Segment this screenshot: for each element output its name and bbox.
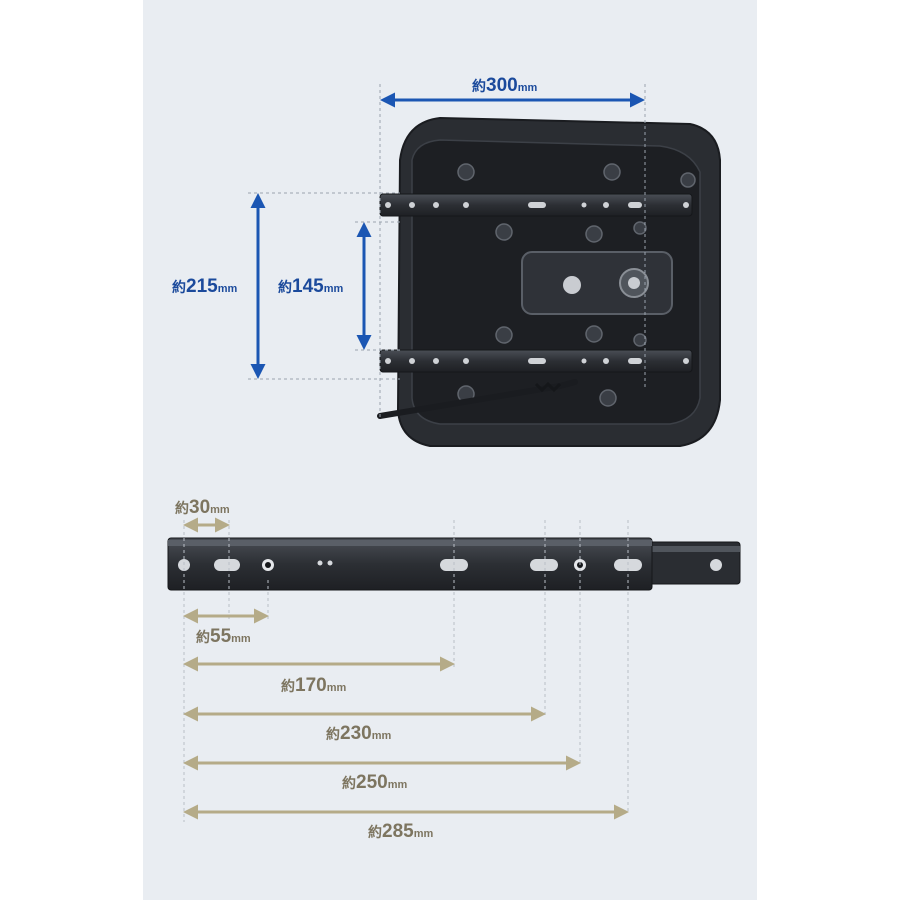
dim-30-label: 約30mm (175, 498, 230, 517)
prefix-text: 約 (472, 78, 486, 94)
dim-250-label: 約250mm (342, 773, 407, 792)
unit-text: mm (231, 633, 251, 645)
dim-170-label: 約170mm (281, 676, 346, 695)
unit-text: mm (217, 283, 238, 295)
value-text: 285 (382, 821, 414, 842)
unit-text: mm (210, 504, 230, 516)
unit-text: mm (413, 828, 434, 840)
prefix-text: 約 (368, 824, 382, 840)
width-300-label: 約300mm (472, 76, 537, 95)
dim-55-label: 約55mm (196, 627, 251, 646)
unit-text: mm (517, 82, 538, 94)
value-text: 250 (356, 772, 388, 793)
seat-bottom-image (377, 116, 721, 447)
prefix-text: 約 (342, 775, 356, 791)
value-text: 170 (295, 675, 327, 696)
unit-text: mm (371, 730, 392, 742)
unit-text: mm (387, 779, 408, 791)
prefix-text: 約 (326, 726, 340, 742)
height-145-label: 約145mm (278, 277, 343, 296)
prefix-text: 約 (175, 500, 189, 516)
value-text: 55 (210, 626, 232, 647)
prefix-text: 約 (281, 678, 295, 694)
prefix-text: 約 (172, 279, 186, 295)
slide-rail-image (167, 537, 741, 591)
value-text: 230 (340, 723, 372, 744)
prefix-text: 約 (278, 279, 292, 295)
dim-230-label: 約230mm (326, 724, 391, 743)
value-text: 215 (186, 276, 218, 297)
value-text: 30 (189, 497, 211, 518)
prefix-text: 約 (196, 629, 210, 645)
unit-text: mm (326, 682, 347, 694)
height-215-label: 約215mm (172, 277, 237, 296)
value-text: 145 (292, 276, 324, 297)
unit-text: mm (323, 283, 344, 295)
value-text: 300 (486, 75, 518, 96)
dim-285-label: 約285mm (368, 822, 433, 841)
